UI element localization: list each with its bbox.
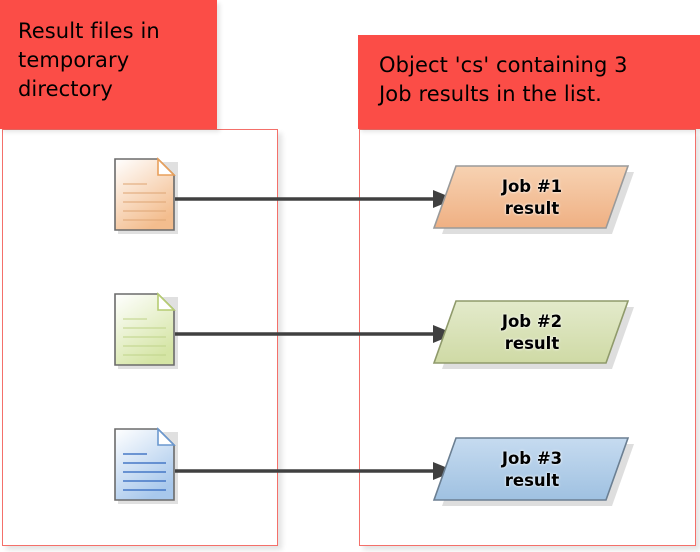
document-icon-result-file-3 [114,427,178,504]
right-panel-header: Object 'cs' containing 3 Job results in … [358,35,700,129]
right-header-line-1: Object 'cs' containing 3 [379,53,628,77]
result-shape-job-3[interactable]: Job #3 result [432,435,634,506]
document-icon-result-file-2 [114,292,178,369]
arrow-file-3-to-result-3 [175,460,457,482]
document-icon-result-file-1 [114,157,178,234]
left-header-line-3: directory [18,77,113,101]
arrow-file-1-to-result-1 [175,188,457,210]
right-header-line-2: Job results in the list. [379,82,602,106]
result-shape-job-2[interactable]: Job #2 result [432,298,634,369]
arrow-file-2-to-result-2 [175,323,457,345]
result-shape-job-1[interactable]: Job #1 result [432,163,634,234]
left-panel-header: Result files in temporary directory [0,0,217,129]
left-header-line-2: temporary [18,48,130,72]
left-header-line-1: Result files in [18,19,160,43]
